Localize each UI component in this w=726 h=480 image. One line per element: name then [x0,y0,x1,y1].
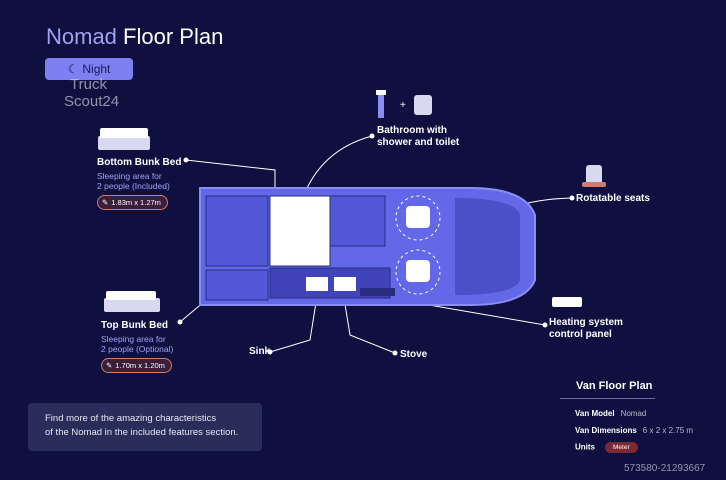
bathroom-label-2: shower and toilet [377,137,460,148]
plus-icon: + [400,100,406,111]
shower-icon [376,90,386,118]
bottom-bunk-desc1: Sleeping area for [97,171,162,181]
specs-divider [560,398,655,399]
bottom-bunk-dimensions: ✎1.83m x 1.27m [97,195,168,210]
night-mode-button[interactable]: ☾ Night [45,58,133,80]
bunk-bed-icon-bottom [98,128,150,150]
features-line-1: Find more of the amazing characteristics [45,413,217,424]
top-bunk-desc1: Sleeping area for [101,334,166,344]
page-title: Nomad Floor Plan [46,24,223,50]
features-info-box: Find more of the amazing characteristics… [28,403,262,451]
top-bunk-dimensions: ✎1.70m x 1.20m [101,358,172,373]
van-outline [199,187,536,306]
bottom-bunk-title: Bottom Bunk Bed [97,157,182,168]
features-line-2: of the Nomad in the included features se… [45,427,239,438]
stove-connector [342,291,396,354]
bathroom-label-1: Bathroom with [377,125,447,136]
toilet-icon [414,95,432,115]
ruler-icon: ✎ [102,198,109,207]
units-badge[interactable]: Meter [605,442,638,453]
stove-label: Stove [400,349,428,360]
sink-label: Sink [249,346,271,357]
seat-icon [582,165,606,187]
watermark-scout24: Scout24 [64,93,120,110]
top-bunk-desc2: 2 people (Optional) [101,344,174,354]
watermark-code: 573580-21293667 [624,463,706,474]
specs-title: Van Floor Plan [576,380,653,392]
rotatable-seats-label: Rotatable seats [576,193,650,204]
heating-label-2: control panel [549,329,612,340]
heating-label-1: Heating system [549,317,623,328]
title-rest: Floor Plan [116,24,224,49]
ruler-icon: ✎ [106,361,113,370]
moon-icon: ☾ [67,62,79,76]
night-mode-label: Night [82,62,111,76]
title-brand: Nomad [46,24,117,49]
top-bunk-title: Top Bunk Bed [101,320,169,331]
control-panel-icon [552,297,582,307]
rotatable-seats [395,195,441,295]
watermark-truck: Truck [70,76,107,93]
bottom-bunk-desc2: 2 people (Included) [97,181,170,191]
sink-connector [269,289,319,353]
bunk-bed-icon-top [104,291,160,312]
